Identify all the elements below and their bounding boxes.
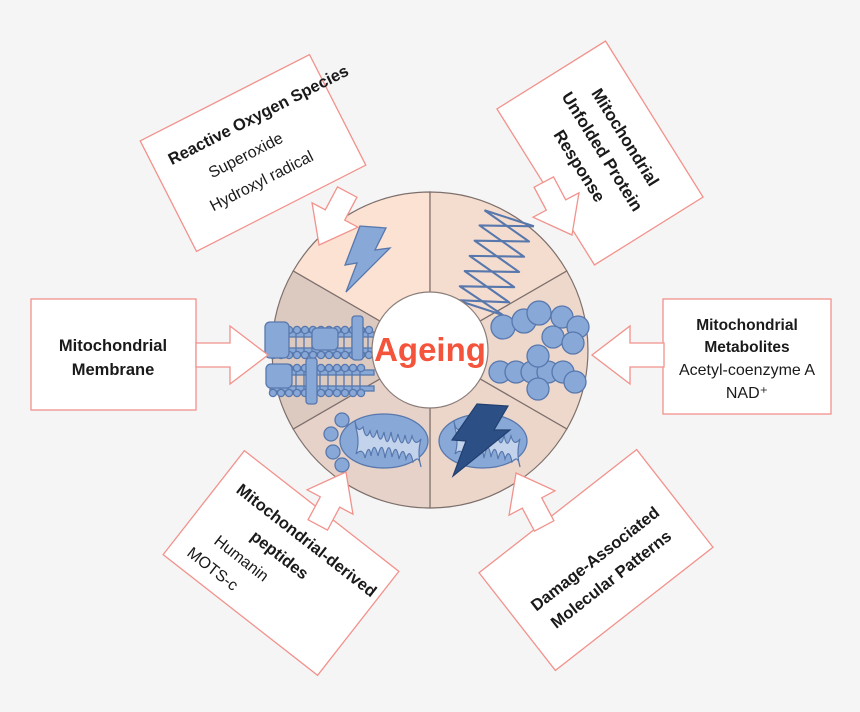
- arrow-mitochondrial-membrane: [195, 324, 270, 386]
- callout-mitochondrial-unfolded-protein-response[interactable]: Mitochondrial Unfolded Protein Response: [496, 40, 704, 266]
- callout-title-line-0: Mitochondrial: [696, 317, 798, 334]
- callout-box[interactable]: [30, 298, 197, 411]
- callout-reactive-oxygen-species[interactable]: Reactive Oxygen Species Superoxide Hydro…: [139, 42, 390, 253]
- callout-mitochondrial-membrane[interactable]: Mitochondrial Membrane: [30, 298, 197, 411]
- callout-box[interactable]: [139, 53, 367, 253]
- callout-title-line-0: Mitochondrial: [59, 337, 167, 355]
- callout-mitochondrial-derived-peptides[interactable]: Mitochondrial-derived peptides Humanin M…: [162, 449, 400, 677]
- arrow-reactive-oxygen-species: [311, 186, 360, 246]
- unfolded-protein-icon: [457, 209, 535, 317]
- hub-label: Ageing: [374, 331, 486, 368]
- arrow-damage-associated-molecular-patterns: [508, 472, 557, 532]
- arrow-mitochondrial-metabolites: [590, 324, 665, 386]
- callout-box[interactable]: [662, 298, 832, 415]
- callout-title-line-1: Metabolites: [704, 339, 789, 356]
- callout-item-1: NAD⁺: [726, 385, 768, 402]
- hub-circle: [371, 291, 489, 409]
- arrow-mitochondrial-derived-peptides: [305, 471, 354, 531]
- damaged-mitochondrion-icon: [438, 403, 528, 478]
- molecule-cluster-icon: [488, 300, 590, 401]
- callout-item-0: Acetyl-coenzyme A: [679, 362, 815, 379]
- lightning-bolt-icon: [343, 225, 392, 293]
- callout-box[interactable]: [478, 448, 714, 672]
- lipid-bilayer-icon: [264, 315, 375, 405]
- callout-mitochondrial-metabolites[interactable]: Mitochondrial Metabolites Acetyl-coenzym…: [662, 298, 832, 415]
- arrow-mitochondrial-unfolded-protein-response: [531, 176, 580, 236]
- callout-title-line-1: Membrane: [72, 361, 155, 379]
- mitochondrion-peptides-icon: [323, 412, 429, 473]
